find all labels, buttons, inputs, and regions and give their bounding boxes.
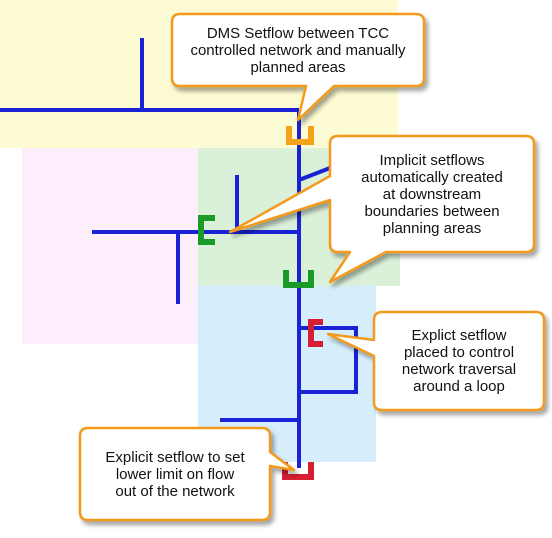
green-setflow-marker-left (198, 215, 215, 245)
callout-dms-setflow-text: DMS Setflow between TCC controlled netwo… (190, 24, 406, 76)
callout-loop-setflow (326, 310, 546, 412)
loop-line (299, 326, 358, 394)
callout-lower-limit (78, 426, 296, 522)
orange-setflow-marker (286, 126, 314, 145)
callout-dms-setflow (170, 12, 426, 122)
green-setflow-marker-bottom (283, 270, 314, 288)
callout-implicit-setflows (228, 134, 536, 284)
area-pink (22, 148, 198, 344)
callout-lower-limit-text: Explicit setflow to set lower limit on f… (105, 448, 245, 500)
callout-implicit-setflows-text: Implicit setflows automatically created … (361, 151, 503, 237)
network-lines (0, 38, 358, 468)
callout-loop-setflow-text: Explict setflow placed to control networ… (401, 327, 517, 395)
upper-right-stub (298, 166, 331, 182)
red-setflow-marker-loop (308, 319, 323, 347)
